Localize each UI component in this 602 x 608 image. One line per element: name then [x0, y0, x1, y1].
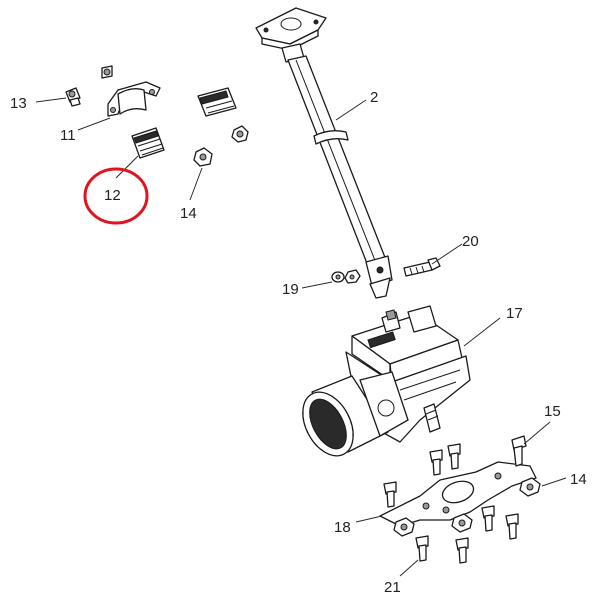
- callout-17: 17: [506, 305, 523, 322]
- part-14-nut-d[interactable]: [393, 517, 415, 537]
- part-21-bolt-c[interactable]: [383, 481, 397, 508]
- callout-labels: 13 11 12 14 2 20 19 17 15 14 18 21: [10, 89, 587, 596]
- part-2-steering-column[interactable]: [255, 7, 393, 299]
- part-14-nut-a[interactable]: [231, 125, 249, 143]
- part-14-nut-b[interactable]: [193, 147, 213, 167]
- callout-19: 19: [282, 281, 299, 298]
- part-21-bolt-f[interactable]: [415, 535, 429, 562]
- callout-14-top: 14: [180, 205, 197, 222]
- part-20-bolt[interactable]: [403, 257, 441, 277]
- callout-18: 18: [334, 519, 351, 536]
- callout-12: 12: [104, 187, 121, 204]
- part-19-washer-nut[interactable]: [331, 269, 361, 284]
- part-14-nut-e[interactable]: [451, 513, 473, 533]
- part-12-bushing[interactable]: [131, 127, 165, 159]
- part-18-mounting-plate[interactable]: [379, 461, 537, 527]
- part-21-bolt-g[interactable]: [455, 537, 469, 564]
- part-21-bolt-b[interactable]: [447, 443, 461, 470]
- callout-11: 11: [60, 127, 76, 144]
- callout-21: 21: [384, 579, 401, 596]
- part-12-bushing-b[interactable]: [197, 87, 237, 117]
- callout-20: 20: [462, 233, 479, 250]
- part-17-power-steering-unit[interactable]: [293, 305, 471, 464]
- part-15-bolt[interactable]: [511, 435, 527, 467]
- part-13-bolt[interactable]: [65, 87, 81, 107]
- part-21-bolt-e[interactable]: [505, 513, 519, 540]
- callout-15: 15: [544, 403, 561, 420]
- callout-13: 13: [10, 95, 27, 112]
- callout-14-right: 14: [570, 471, 587, 488]
- part-21-bolt-d[interactable]: [481, 505, 495, 532]
- part-14-nut-c[interactable]: [519, 477, 541, 497]
- part-13-bolt-b[interactable]: [101, 65, 113, 79]
- leader-lines: [35, 97, 567, 577]
- part-21-bolt-a[interactable]: [429, 449, 443, 476]
- part-11-clamp-bracket[interactable]: [107, 81, 161, 117]
- callout-2: 2: [370, 89, 378, 106]
- highlight-circle: [83, 167, 149, 225]
